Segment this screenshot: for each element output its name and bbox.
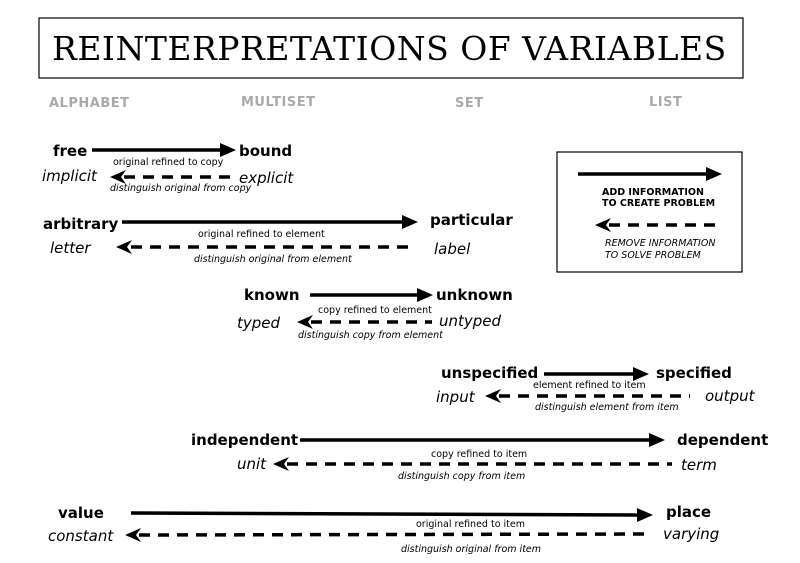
term-arbitrary: arbitrary bbox=[43, 215, 118, 233]
term-specified: specified bbox=[656, 364, 732, 382]
row-unspecified-specified: unspecified specified element refined to… bbox=[436, 364, 756, 413]
distinguish-arrowhead bbox=[116, 240, 132, 254]
term-unknown: unknown bbox=[436, 286, 513, 304]
refine-arrowhead bbox=[220, 143, 236, 157]
legend-dashed-arrowhead bbox=[595, 218, 611, 232]
term-output: output bbox=[705, 387, 756, 405]
term-unit: unit bbox=[237, 455, 267, 473]
term-input: input bbox=[436, 388, 476, 406]
term-known: known bbox=[244, 286, 300, 304]
distinguish-label: distinguish element from item bbox=[535, 402, 679, 413]
legend-add-line1: ADD INFORMATION bbox=[602, 187, 704, 198]
term-place: place bbox=[666, 503, 711, 521]
legend: ADD INFORMATION TO CREATE PROBLEM REMOVE… bbox=[556, 151, 743, 273]
term-particular: particular bbox=[430, 211, 513, 229]
column-header-multiset: MULTISET bbox=[241, 95, 315, 110]
legend-box bbox=[556, 151, 743, 273]
column-header-alphabet: ALPHABET bbox=[49, 96, 129, 111]
term-constant: constant bbox=[48, 527, 114, 545]
term-implicit: implicit bbox=[42, 167, 98, 185]
distinguish-label: distinguish original from element bbox=[194, 254, 353, 265]
term-letter: letter bbox=[50, 239, 91, 257]
distinguish-arrowhead bbox=[485, 389, 501, 403]
refine-arrowhead bbox=[633, 367, 649, 381]
refine-arrowhead bbox=[417, 288, 433, 302]
distinguish-label: distinguish original from item bbox=[401, 544, 541, 555]
refine-arrow-line bbox=[130, 511, 639, 517]
row-independent-dependent: independent dependent copy refined to it… bbox=[191, 431, 768, 482]
distinguish-label: distinguish copy from element bbox=[298, 330, 444, 341]
refine-label: original refined to copy bbox=[113, 157, 224, 168]
diagram-title: REINTERPRETATIONS OF VARIABLES bbox=[52, 29, 727, 68]
term-free: free bbox=[53, 142, 87, 160]
term-value: value bbox=[58, 504, 104, 522]
legend-remove-line1: REMOVE INFORMATION bbox=[605, 238, 715, 249]
term-term: term bbox=[681, 456, 717, 474]
term-typed: typed bbox=[237, 314, 281, 332]
title-box bbox=[38, 17, 744, 79]
term-bound: bound bbox=[239, 142, 292, 160]
refine-label: copy refined to item bbox=[431, 449, 527, 460]
column-header-list: LIST bbox=[649, 95, 682, 110]
refine-arrowhead bbox=[402, 215, 418, 229]
distinguish-arrowhead bbox=[273, 457, 289, 471]
distinguish-arrow-line bbox=[138, 532, 651, 537]
distinguish-arrowhead bbox=[125, 528, 141, 542]
distinguish-label: distinguish original from copy bbox=[110, 183, 252, 194]
refine-label: element refined to item bbox=[533, 380, 646, 391]
refine-label: original refined to item bbox=[416, 519, 525, 530]
legend-solid-arrowhead bbox=[706, 167, 722, 181]
column-header-set: SET bbox=[455, 96, 484, 111]
refine-label: original refined to element bbox=[198, 229, 325, 240]
distinguish-arrowhead bbox=[110, 170, 126, 184]
term-label: label bbox=[434, 240, 471, 258]
term-independent: independent bbox=[191, 431, 298, 449]
row-arbitrary-particular: arbitrary particular original refined to… bbox=[43, 211, 513, 265]
distinguish-label: distinguish copy from item bbox=[398, 471, 525, 482]
term-varying: varying bbox=[663, 525, 719, 543]
refine-label: copy refined to element bbox=[318, 305, 432, 316]
term-explicit: explicit bbox=[239, 169, 294, 187]
row-known-unknown: known unknown copy refined to element ty… bbox=[237, 286, 513, 341]
row-value-place: value place original refined to item con… bbox=[48, 503, 719, 555]
term-untyped: untyped bbox=[439, 312, 502, 330]
legend-add-line2: TO CREATE PROBLEM bbox=[602, 198, 715, 209]
refine-arrowhead bbox=[637, 508, 653, 522]
term-unspecified: unspecified bbox=[441, 364, 538, 382]
term-dependent: dependent bbox=[677, 431, 768, 449]
legend-remove-line2: TO SOLVE PROBLEM bbox=[605, 250, 701, 261]
distinguish-arrowhead bbox=[297, 315, 313, 329]
refine-arrowhead bbox=[649, 433, 665, 447]
row-free-bound: free bound original refined to copy impl… bbox=[42, 142, 294, 194]
